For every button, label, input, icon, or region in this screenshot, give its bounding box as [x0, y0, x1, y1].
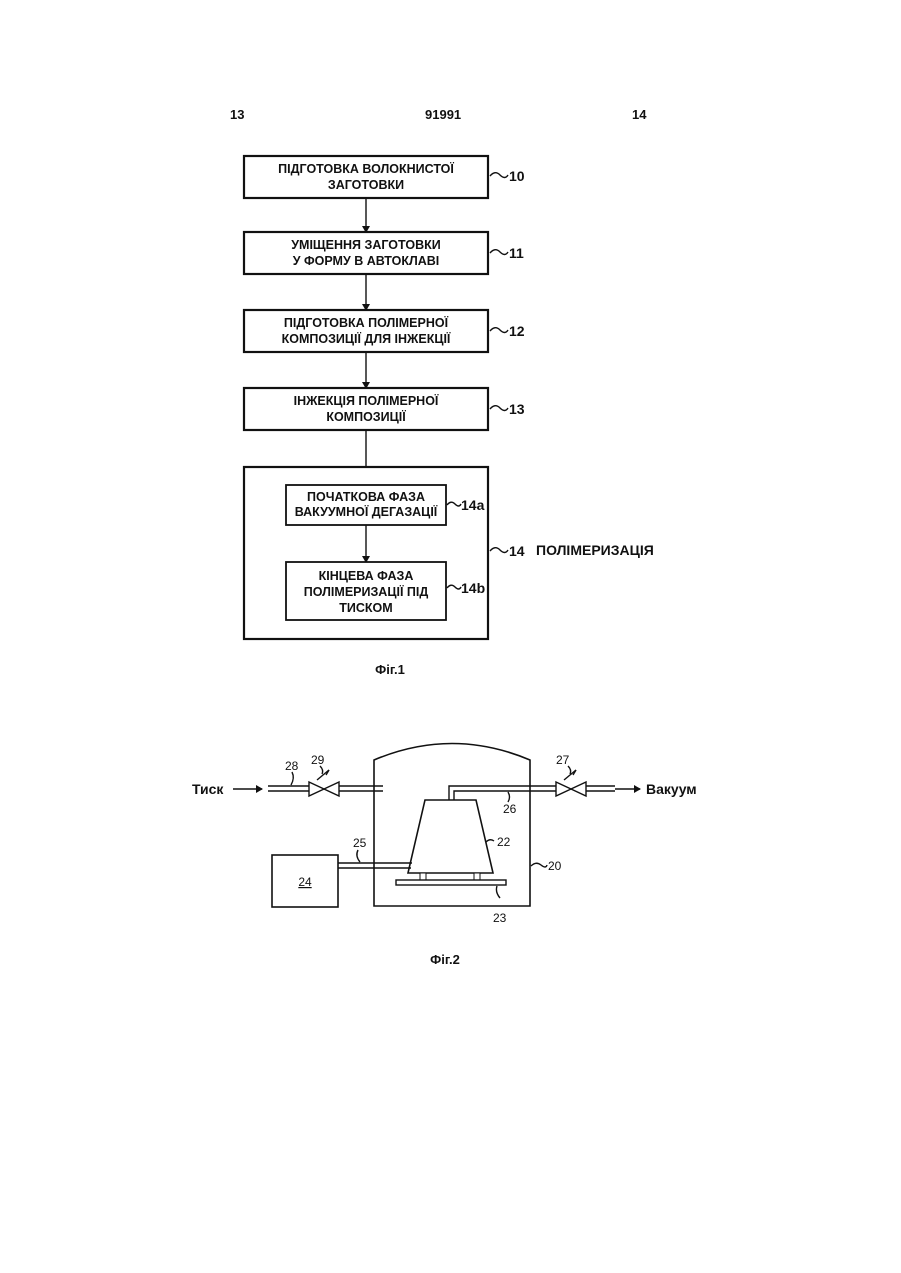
ref-27: 27 — [556, 753, 570, 767]
ref-28: 28 — [285, 759, 299, 773]
vacuum-valve: 27 — [556, 753, 586, 796]
apparatus-figure-2: 20 22 23 24 25 26 — [0, 0, 901, 1000]
ref-22: 22 — [497, 835, 511, 849]
figure-2-caption: Фіг.2 — [430, 952, 460, 967]
ref-20: 20 — [548, 859, 562, 873]
vacuum-label: Вакуум — [646, 781, 697, 797]
pressure-valve: 29 — [309, 753, 339, 796]
pressure-line: 28 — [233, 759, 383, 791]
ref-25: 25 — [353, 836, 367, 850]
ref-23: 23 — [493, 911, 507, 925]
ref-29: 29 — [311, 753, 325, 767]
ref-24: 24 — [298, 875, 312, 889]
ref-26: 26 — [503, 802, 517, 816]
resin-tank: 24 — [272, 855, 338, 907]
pressure-label: Тиск — [192, 781, 224, 797]
